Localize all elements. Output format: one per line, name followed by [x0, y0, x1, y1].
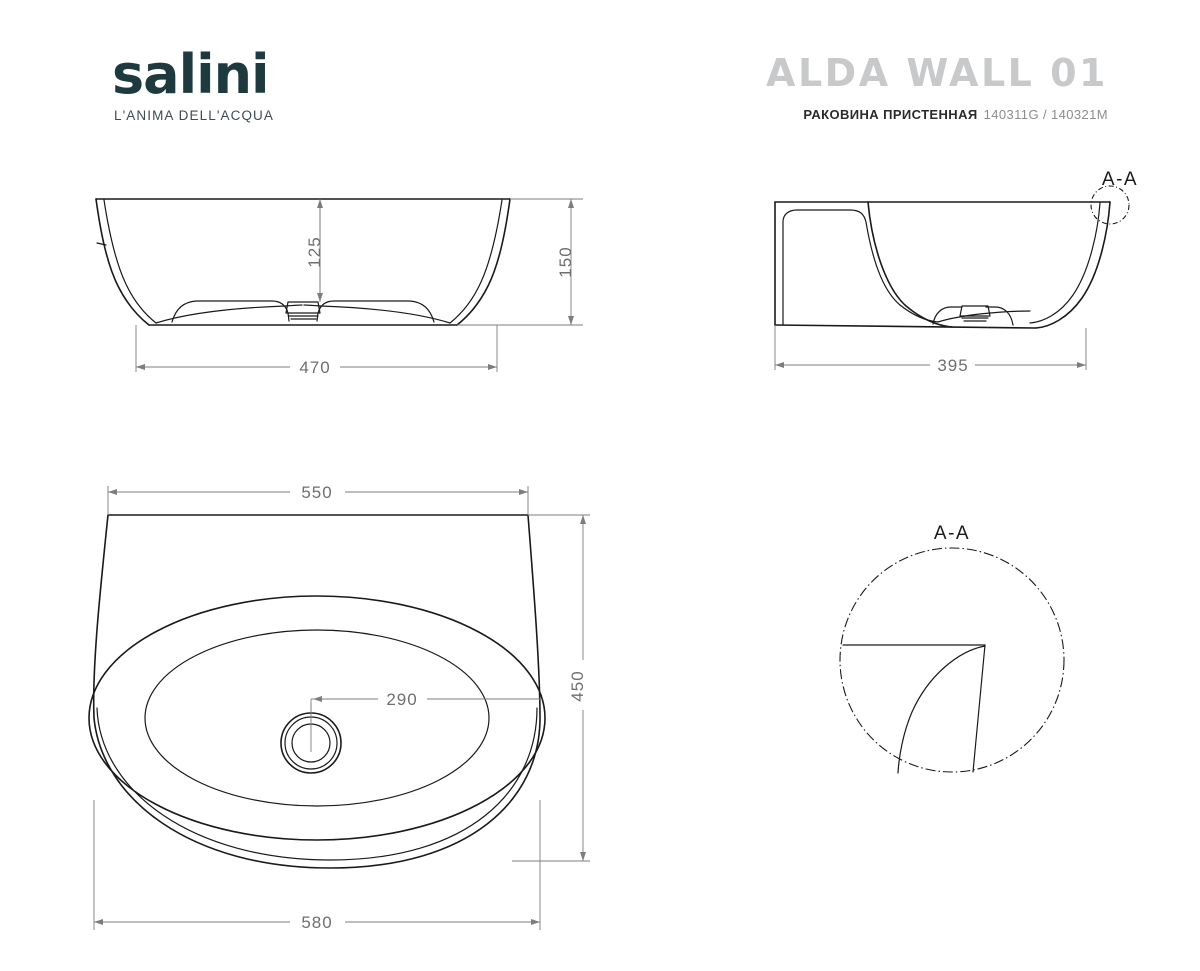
brand-logo: salini L'ANIMA DELL'ACQUA — [112, 48, 432, 148]
top-plan-view: 550 450 290 — [88, 483, 590, 932]
page-title: ALDA WALL 01 — [766, 51, 1108, 95]
side-front-lip-inner — [1029, 202, 1101, 324]
detail-marker-circle-a-a — [1090, 185, 1130, 225]
detail-a-a-view: A-A — [839, 523, 1065, 774]
side-elevation-view: A-A 395 — [774, 169, 1138, 375]
plan-outer-oval — [88, 595, 546, 841]
dimension-150-label: 150 — [556, 246, 575, 277]
logo-tagline: L'ANIMA DELL'ACQUA — [114, 108, 275, 123]
side-bowl-outer-left — [867, 201, 953, 328]
dimension-470: 470 — [135, 325, 498, 377]
product-type-label: РАКОВИНА ПРИСТЕННАЯ — [803, 107, 978, 122]
dimension-450: 450 — [512, 514, 590, 862]
plan-body-edge-offset — [96, 707, 538, 861]
plan-body-outline — [92, 514, 541, 869]
front-elevation-view: 125 150 470 — [95, 198, 583, 377]
front-bowl-floor-left — [155, 304, 303, 324]
side-bowl-floor — [937, 310, 1031, 323]
front-underside-left-pocket — [171, 300, 290, 323]
dimension-290: 290 — [310, 690, 541, 712]
plan-inner-oval — [144, 629, 490, 807]
dimension-290-label: 290 — [386, 690, 417, 709]
front-left-rim-tick — [96, 242, 107, 246]
product-subtitle: РАКОВИНА ПРИСТЕННАЯ 140311G / 140321M — [766, 106, 1108, 124]
front-left-inner-wall — [103, 199, 157, 324]
side-drain-housing — [959, 305, 991, 317]
front-right-outer-wall — [456, 198, 511, 326]
dimension-125-label: 125 — [305, 236, 324, 267]
front-bowl-floor-right — [303, 304, 451, 324]
side-underside-pocket-right — [985, 306, 1014, 326]
product-codes: 140311G / 140321M — [983, 107, 1108, 122]
front-underside-right-pocket — [316, 300, 435, 323]
side-underside-pocket-left — [932, 306, 963, 325]
dimension-395: 395 — [774, 325, 1087, 375]
dimension-550: 550 — [107, 483, 529, 515]
dimension-150: 150 — [457, 198, 583, 326]
front-left-outer-wall — [95, 198, 150, 326]
logo-wordmark: salini — [112, 43, 270, 106]
dimension-550-label: 550 — [301, 483, 332, 502]
front-drain-housing — [285, 301, 321, 314]
product-title-block: ALDA WALL 01 РАКОВИНА ПРИСТЕННАЯ 140311G … — [766, 54, 1108, 124]
dimension-580-label: 580 — [301, 913, 332, 932]
dimension-470-label: 470 — [299, 358, 330, 377]
dimension-450-label: 450 — [568, 670, 587, 701]
detail-rim-outer-face — [972, 644, 986, 773]
side-back-inner-wall — [782, 209, 939, 326]
dimension-395-label: 395 — [937, 356, 968, 375]
detail-rim-inner-curve — [897, 645, 986, 774]
detail-a-a-boundary-circle — [839, 547, 1065, 773]
detail-marker-label-a-a: A-A — [1102, 169, 1138, 190]
front-right-inner-wall — [449, 199, 503, 324]
side-front-lip-outer — [1035, 201, 1111, 329]
side-base-line — [774, 324, 1037, 329]
detail-a-a-label: A-A — [934, 523, 970, 544]
dimension-580: 580 — [93, 800, 541, 932]
dimension-125: 125 — [305, 199, 324, 302]
